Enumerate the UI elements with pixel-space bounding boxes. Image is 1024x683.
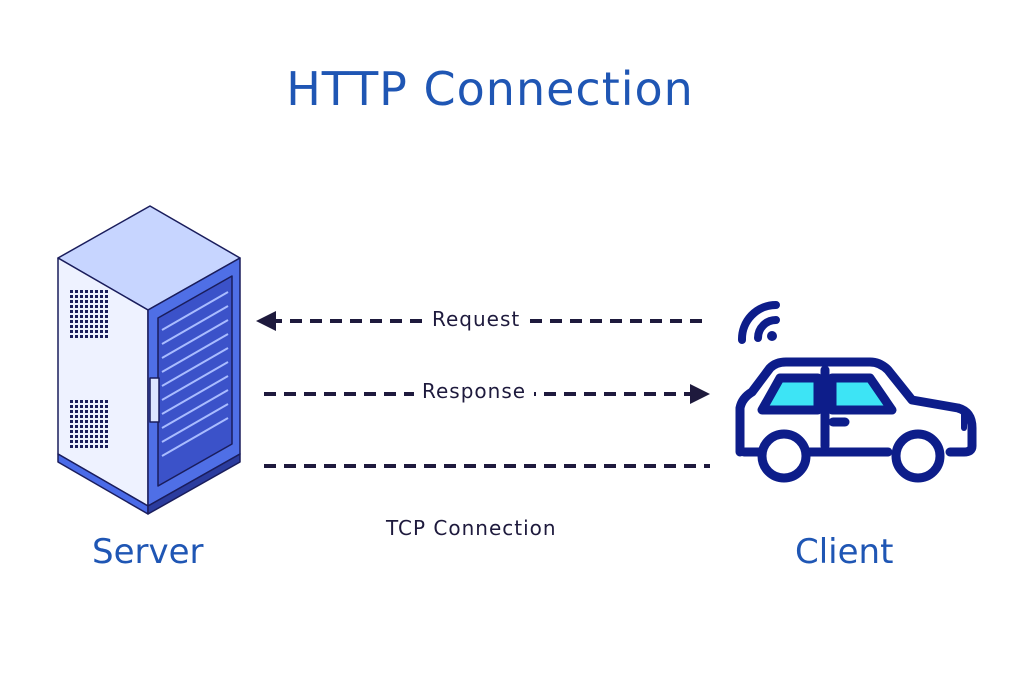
server-vents [70, 288, 110, 450]
server-rack-icon [57, 205, 241, 515]
diagram-title: HTTP Connection [286, 62, 694, 116]
request-label: Request [424, 307, 529, 331]
response-label: Response [414, 379, 535, 403]
server-slots [161, 291, 229, 457]
car-icon [735, 357, 977, 483]
server-label: Server [92, 532, 204, 572]
tcp-connection-label: TCP Connection [386, 516, 557, 540]
wifi-signal-icon [738, 301, 780, 344]
client-label: Client [795, 532, 894, 572]
